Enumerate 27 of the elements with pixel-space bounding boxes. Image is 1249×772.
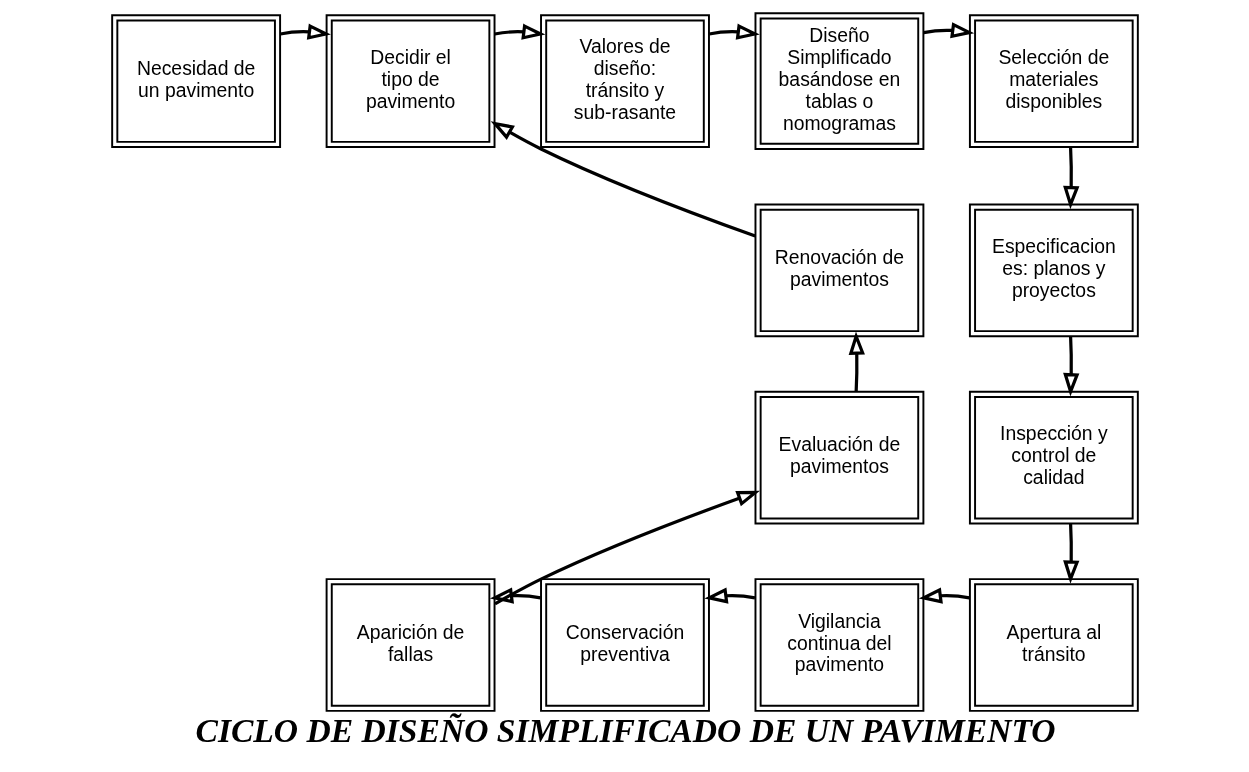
node-box: Renovación de pavimentos: [754, 203, 924, 338]
node-box: Decidir el tipo de pavimento: [325, 14, 495, 148]
node-box: Inspección y control de calidad: [968, 390, 1139, 525]
node-box: Apertura al tránsito: [968, 578, 1139, 712]
node-box: Aparición de fallas: [325, 578, 495, 712]
arrow: [918, 587, 970, 604]
node-box: Valores de diseño: tránsito y sub-rasante: [539, 14, 710, 148]
arrow: [493, 490, 760, 606]
node-box: Evaluación de pavimentos: [754, 390, 924, 525]
arrow: [703, 587, 755, 604]
node-box: Necesidad de un pavimento: [110, 14, 281, 148]
arrow: [279, 23, 331, 40]
arrow: [922, 22, 974, 39]
node-box: Vigilancia continua del pavimento: [754, 578, 924, 712]
node-box: Selección de materiales disponibles: [968, 14, 1139, 148]
node-box: Especificaciones: planos y proyectos: [968, 203, 1139, 338]
arrow: [1062, 336, 1079, 397]
arrow: [708, 23, 760, 40]
arrow: [848, 331, 865, 392]
arrow: [1062, 523, 1079, 584]
node-box: Conservación preventiva: [539, 578, 710, 712]
node-box: Diseño Simplificado basándose en tablas o nomogramas: [754, 12, 924, 150]
diagram-title: CICLO DE DISEÑO SIMPLIFICADO DE UN PAVIMENTO: [194, 711, 1056, 749]
arrow: [490, 121, 756, 238]
arrow: [493, 23, 545, 40]
arrow: [1062, 147, 1079, 210]
arrow: [489, 587, 541, 604]
